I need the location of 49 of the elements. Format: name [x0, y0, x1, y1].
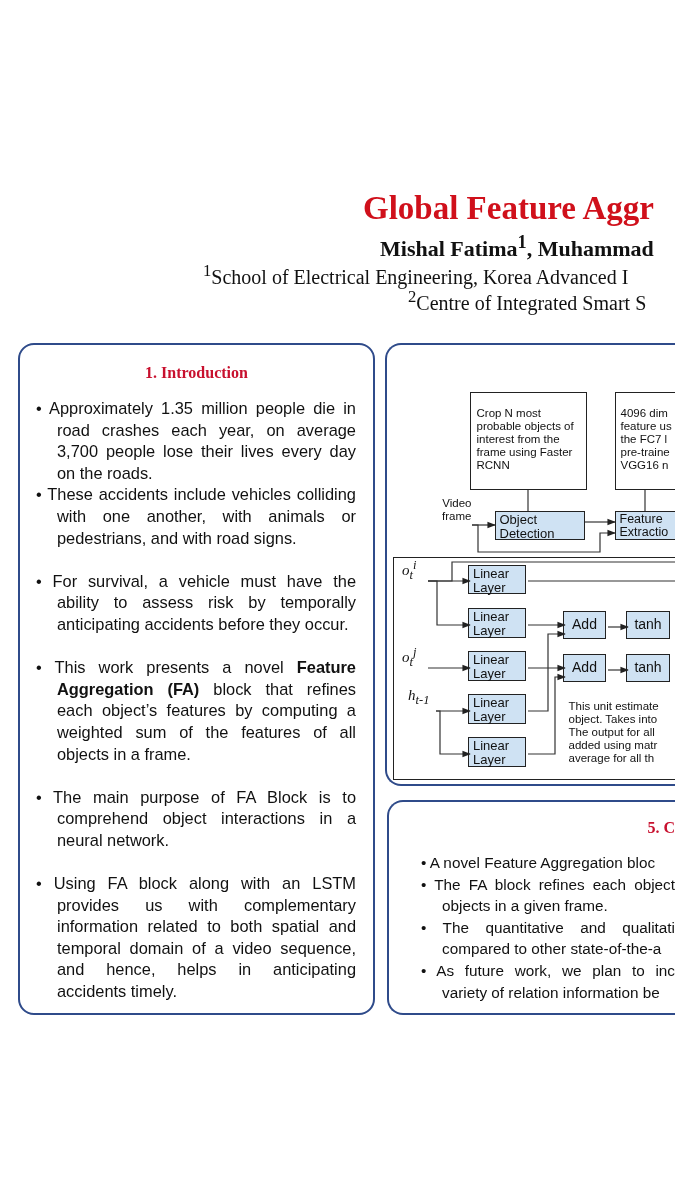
bullet-text: • Using FA block along with an LSTM provides us with complementary information related to both spatial and temporal domain of a video sequence, and hence, helps in anticipating accidents timely. [36, 873, 356, 1003]
arrow [527, 621, 566, 629]
process-box: tanh [626, 611, 670, 639]
arrow [427, 664, 471, 672]
arrow [471, 524, 616, 553]
process-box: tanh [626, 654, 670, 682]
bullet-text: • This work presents a novel Feature Aggregation (FA) block that refines each object’s features by computing a weighted sum of the features of all objects in a frame. [36, 657, 356, 765]
arrow [607, 666, 629, 674]
section-heading: 5. C [647, 819, 675, 837]
note-text: This unit estimate object. Takes into The output for all added using matr average for all th [568, 699, 660, 766]
affiliation-text: $^{1}$School of Electrical Engineering, Korea Advanced I [203, 261, 629, 289]
bullet-text: • These accidents include vehicles colliding with one another, with animals or pedestrians, and with road signs. [36, 484, 356, 549]
process-box: Linear Layer [468, 608, 526, 638]
arrow [607, 623, 629, 631]
unit-box [392, 556, 675, 780]
bullet-text: • The FA block refines each object objects in a given frame. [421, 874, 675, 917]
process-box: Add [563, 654, 606, 682]
bullet-text: • The main purpose of FA Block is to comprehend object interactions in a neural network. [36, 786, 356, 851]
process-box: Linear Layer [468, 651, 526, 681]
connector-line [644, 489, 646, 512]
arrow [435, 710, 471, 758]
section-panel [387, 800, 675, 1015]
description-box: 4096 dim feature us the FC7 l pre-traine VGG16 n [614, 391, 675, 490]
process-box: Add [563, 611, 606, 639]
poster-title: Global Feature Aggr [363, 190, 654, 227]
section-heading: 1. Introduction [145, 364, 248, 382]
arrow [527, 664, 566, 672]
bullet-text: • The quantitative and qualitati compared to other state-of-the-a [421, 917, 675, 960]
process-box: Linear Layer [468, 737, 526, 767]
process-box: Object Detection [494, 510, 585, 540]
input-label: Video frame [435, 496, 472, 527]
bullet-text: • Approximately 1.35 million people die in road crashes each year, on average 3,700 people lose their lives every day on the roads. [36, 398, 356, 484]
process-box: Linear Layer [468, 694, 526, 724]
arrow [527, 673, 566, 755]
bullet-text: • For survival, a vehicle must have the ability to assess risk by temporally anticipating accidents before they occur. [36, 570, 356, 635]
input-symbol: h$_{t-1}$ [408, 687, 434, 713]
connector-line [427, 561, 675, 582]
arrow [584, 518, 616, 526]
bullet-text: • As future work, we plan to inc variety of relation information be [421, 960, 675, 1003]
connector-line [527, 580, 675, 582]
connector-line [527, 489, 529, 512]
section-panel [18, 343, 375, 1015]
author-list: Mishal Fatima$^{1}$, Muhammad [380, 232, 654, 263]
diagram-panel [385, 343, 675, 786]
description-box: Crop N most probable objects of interest from the frame using Faster RCNN [469, 391, 587, 490]
arrow [527, 630, 566, 712]
bullet-text: • A novel Feature Aggregation bloc [421, 853, 657, 873]
process-box: Linear Layer [468, 565, 526, 594]
process-box: Feature Extractio [614, 510, 675, 540]
